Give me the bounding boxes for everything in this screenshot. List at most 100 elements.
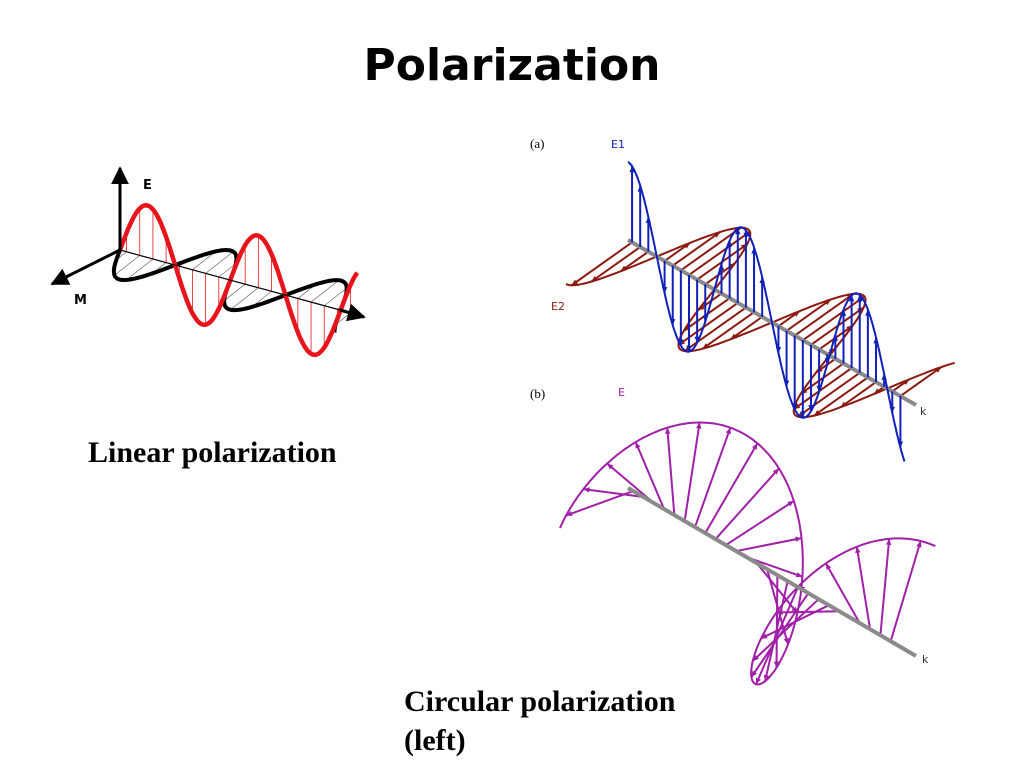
e2-vector	[793, 367, 853, 410]
e-vector	[704, 442, 759, 534]
magnetic-field-line	[337, 305, 343, 310]
e2-vector-head	[797, 410, 805, 417]
e2-vector	[818, 324, 854, 351]
e2-vector-head	[684, 345, 692, 352]
e2-wave	[565, 226, 955, 419]
e1-vector-head	[808, 405, 814, 412]
e-vector-head	[752, 443, 758, 450]
magnetic-field-line	[152, 262, 167, 274]
e-vector-head	[665, 427, 671, 434]
e-vector	[776, 610, 840, 614]
e-vector-head	[855, 546, 861, 554]
e-vector-head	[725, 427, 731, 435]
e-vector-head	[791, 606, 798, 614]
e1-wave	[627, 161, 906, 462]
e1-vector-head	[824, 358, 830, 365]
magnetic-field-line	[324, 287, 347, 306]
e1-vector-head	[726, 240, 733, 247]
e2-vector	[688, 230, 751, 276]
e-vector	[666, 427, 676, 516]
e1-vector-head	[702, 315, 708, 322]
e2-vector-head	[743, 231, 750, 238]
e2-vector	[813, 376, 869, 417]
magnetic-field-line	[179, 260, 187, 267]
e1-vector-head	[889, 406, 895, 413]
magnetic-field-line	[218, 263, 237, 278]
e1-vector-head	[840, 309, 847, 316]
magnetic-field-line	[224, 283, 246, 301]
e1-vector-head	[718, 264, 725, 271]
e1-vector-head	[743, 230, 749, 237]
e2-vector-head	[793, 311, 800, 317]
circular-polarization-caption: Circular polarization	[404, 685, 676, 718]
e-vector	[755, 586, 799, 685]
e-vector	[606, 462, 655, 504]
magnetic-field-line	[116, 251, 127, 261]
e2-vector	[839, 381, 877, 409]
magnetic-field-line	[192, 251, 216, 270]
e2-vector	[810, 306, 865, 346]
e2-vector	[697, 292, 723, 312]
e-vector	[683, 422, 701, 522]
e2-vector-head	[702, 343, 710, 349]
e1-vector-head	[897, 441, 904, 448]
e-vector-head	[795, 572, 803, 578]
e-vector-head	[761, 633, 768, 639]
e2-vector-head	[713, 232, 721, 238]
e-vector-head	[773, 661, 780, 668]
magnetic-field-line	[335, 312, 351, 325]
e2-vector	[701, 311, 755, 350]
label-e: E	[143, 178, 152, 193]
magnetic-wave	[111, 247, 349, 333]
e-vector	[764, 580, 789, 682]
e2-vector	[899, 366, 942, 397]
e2-vector-head	[730, 333, 737, 340]
label-k: k	[922, 653, 929, 666]
e1-vector-head	[629, 166, 635, 173]
e1-vector-head	[637, 185, 643, 192]
e2-vector-head	[857, 307, 864, 314]
e1-vector-head	[881, 373, 887, 380]
magnetic-field-line	[283, 294, 285, 297]
axis-line	[119, 249, 363, 317]
e2-vector-head	[934, 367, 942, 373]
e-vector-head	[916, 541, 922, 548]
magnetic-field-line	[126, 258, 154, 281]
e2-vector	[797, 371, 861, 418]
e1-vector-head	[759, 277, 765, 284]
e1-vector-head	[857, 294, 863, 301]
e-vector-head	[755, 677, 761, 685]
e2-vector-head	[873, 388, 881, 395]
e2-vector	[590, 246, 641, 283]
label-e2: E2	[551, 300, 565, 313]
magnetic-field-line	[297, 283, 317, 299]
panel-a-tag: (a)	[530, 136, 544, 151]
e1-vector-head	[661, 287, 668, 294]
circular-polarization-caption-line2: (left)	[404, 724, 466, 757]
e2-vector-head	[800, 388, 808, 394]
e2-vector	[815, 357, 836, 374]
e2-vector-head	[828, 348, 836, 355]
e2-vector	[826, 347, 836, 355]
m-axis-arrow	[50, 248, 121, 286]
e-vector	[750, 592, 810, 678]
e1-vector-head	[775, 347, 782, 354]
e-vector-head	[772, 468, 779, 475]
e1-vector-head	[751, 247, 757, 254]
magnetic-field-line	[230, 287, 259, 310]
e2-vector-head	[678, 339, 685, 345]
e-vector	[565, 490, 634, 517]
e1-vector-head	[865, 309, 871, 316]
e2-vector	[704, 262, 736, 286]
e2-vector-head	[857, 296, 865, 303]
magnetic-field-line	[251, 291, 272, 308]
e2-vector	[680, 226, 742, 272]
e2-vector	[684, 306, 747, 352]
e2-vector-head	[814, 410, 821, 416]
e2-vector	[785, 298, 832, 332]
e2-vector-head	[683, 325, 691, 331]
e-vector	[879, 538, 891, 636]
e2-vector	[802, 295, 866, 341]
